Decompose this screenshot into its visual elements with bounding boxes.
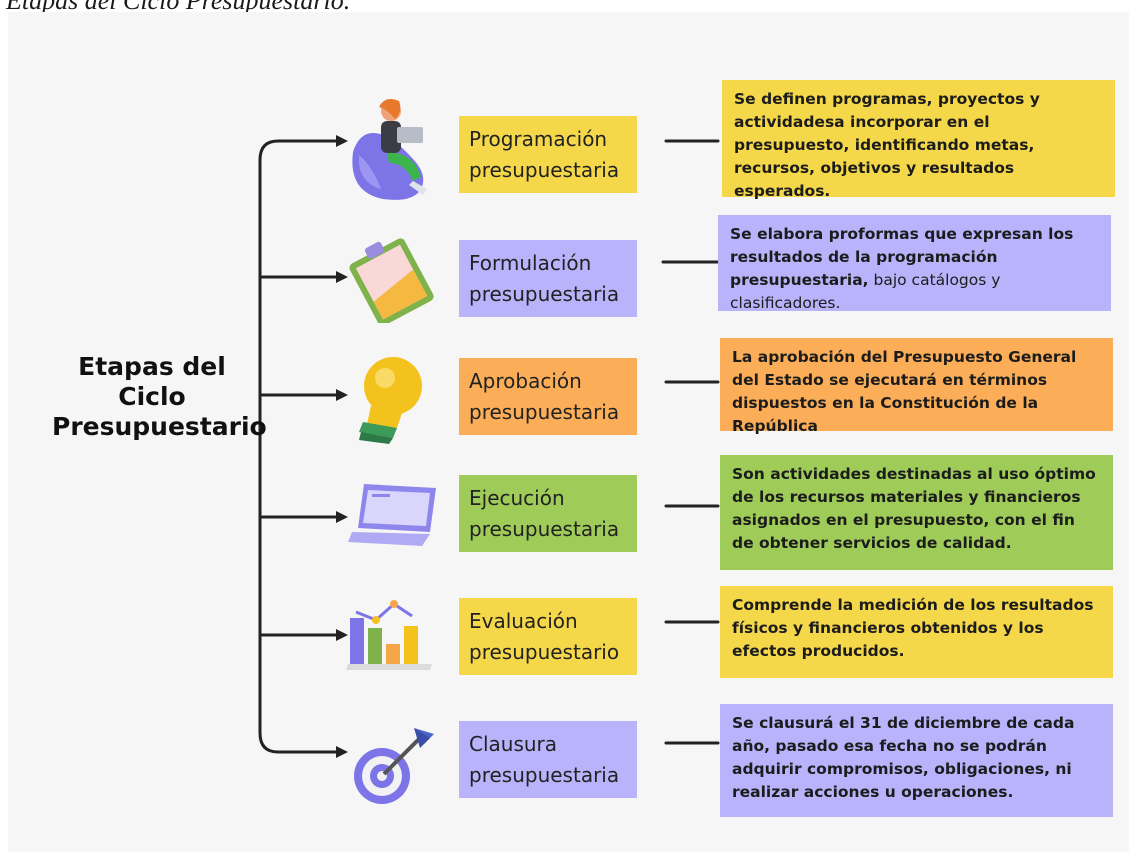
description-bold-part: Se elabora proformas que expresan los re…: [730, 225, 1074, 289]
stage-label-line-1: Ejecución: [469, 485, 565, 510]
trunk-line: [258, 139, 342, 754]
stage-label-line-2: presupuestaria: [469, 281, 620, 306]
stage-label-line-1: Formulación: [469, 250, 592, 275]
laptop-icon: [348, 484, 436, 546]
arrowhead-4: [336, 511, 348, 523]
main-title: Etapas del Ciclo Presupuestario: [52, 352, 267, 442]
stage-label-line-2: presupuestaria: [469, 762, 620, 787]
description-clausura: Se clausurá el 31 de diciembre de cada a…: [720, 704, 1113, 817]
stage-label-line-2: presupuestaria: [469, 516, 620, 541]
stage-ejecucion: Ejecución presupuestaria: [459, 475, 637, 552]
figure-caption: Etapas del Ciclo Presupuestario.: [6, 0, 351, 15]
stage-label-line-1: Clausura: [469, 731, 558, 756]
description-ejecucion: Son actividades destinadas al uso óptimo…: [720, 455, 1113, 570]
description-programacion: Se definen programas, proyectos y activi…: [722, 80, 1115, 200]
main-title-line-2: Ciclo: [118, 382, 186, 411]
description-aprobacion: La aprobación del Presupuesto General de…: [720, 338, 1113, 435]
main-title-line-3: Presupuestario: [52, 412, 267, 441]
arrowhead-2: [336, 271, 348, 283]
stage-formulacion: Formulación presupuestaria: [459, 240, 637, 317]
arrowhead-3: [336, 389, 348, 401]
description-formulacion: Se elabora proformas que expresan los re…: [718, 215, 1111, 312]
stage-label-line-1: Evaluación: [469, 608, 578, 633]
description-normal-part: bajo catálogos y clasificadores.: [730, 271, 1001, 312]
stage-label-line-1: Aprobación: [469, 368, 582, 393]
stage-aprobacion: Aprobación presupuestaria: [459, 358, 637, 435]
arrowhead-6: [336, 746, 348, 758]
main-title-line-1: Etapas del: [78, 352, 226, 381]
stage-label-line-1: Programación: [469, 126, 608, 151]
stage-evaluacion: Evaluación presupuestario: [459, 598, 637, 675]
person-bean-bag-icon: [352, 99, 427, 200]
arrowhead-1: [336, 135, 348, 147]
stage-clausura: Clausura presupuestaria: [459, 721, 637, 798]
bar-chart-icon: [346, 600, 432, 670]
stage-label-line-2: presupuestaria: [469, 399, 620, 424]
stage-label-line-2: presupuestaria: [469, 157, 620, 182]
clipboard-icon: [349, 238, 434, 323]
description-evaluacion: Comprende la medición de los resultados …: [720, 586, 1113, 678]
stage-programacion: Programación presupuestaria: [459, 116, 637, 193]
target-dart-icon: [354, 728, 434, 804]
stage-label-line-2: presupuestario: [469, 639, 620, 664]
light-bulb-icon: [359, 357, 422, 444]
arrowhead-5: [336, 629, 348, 641]
